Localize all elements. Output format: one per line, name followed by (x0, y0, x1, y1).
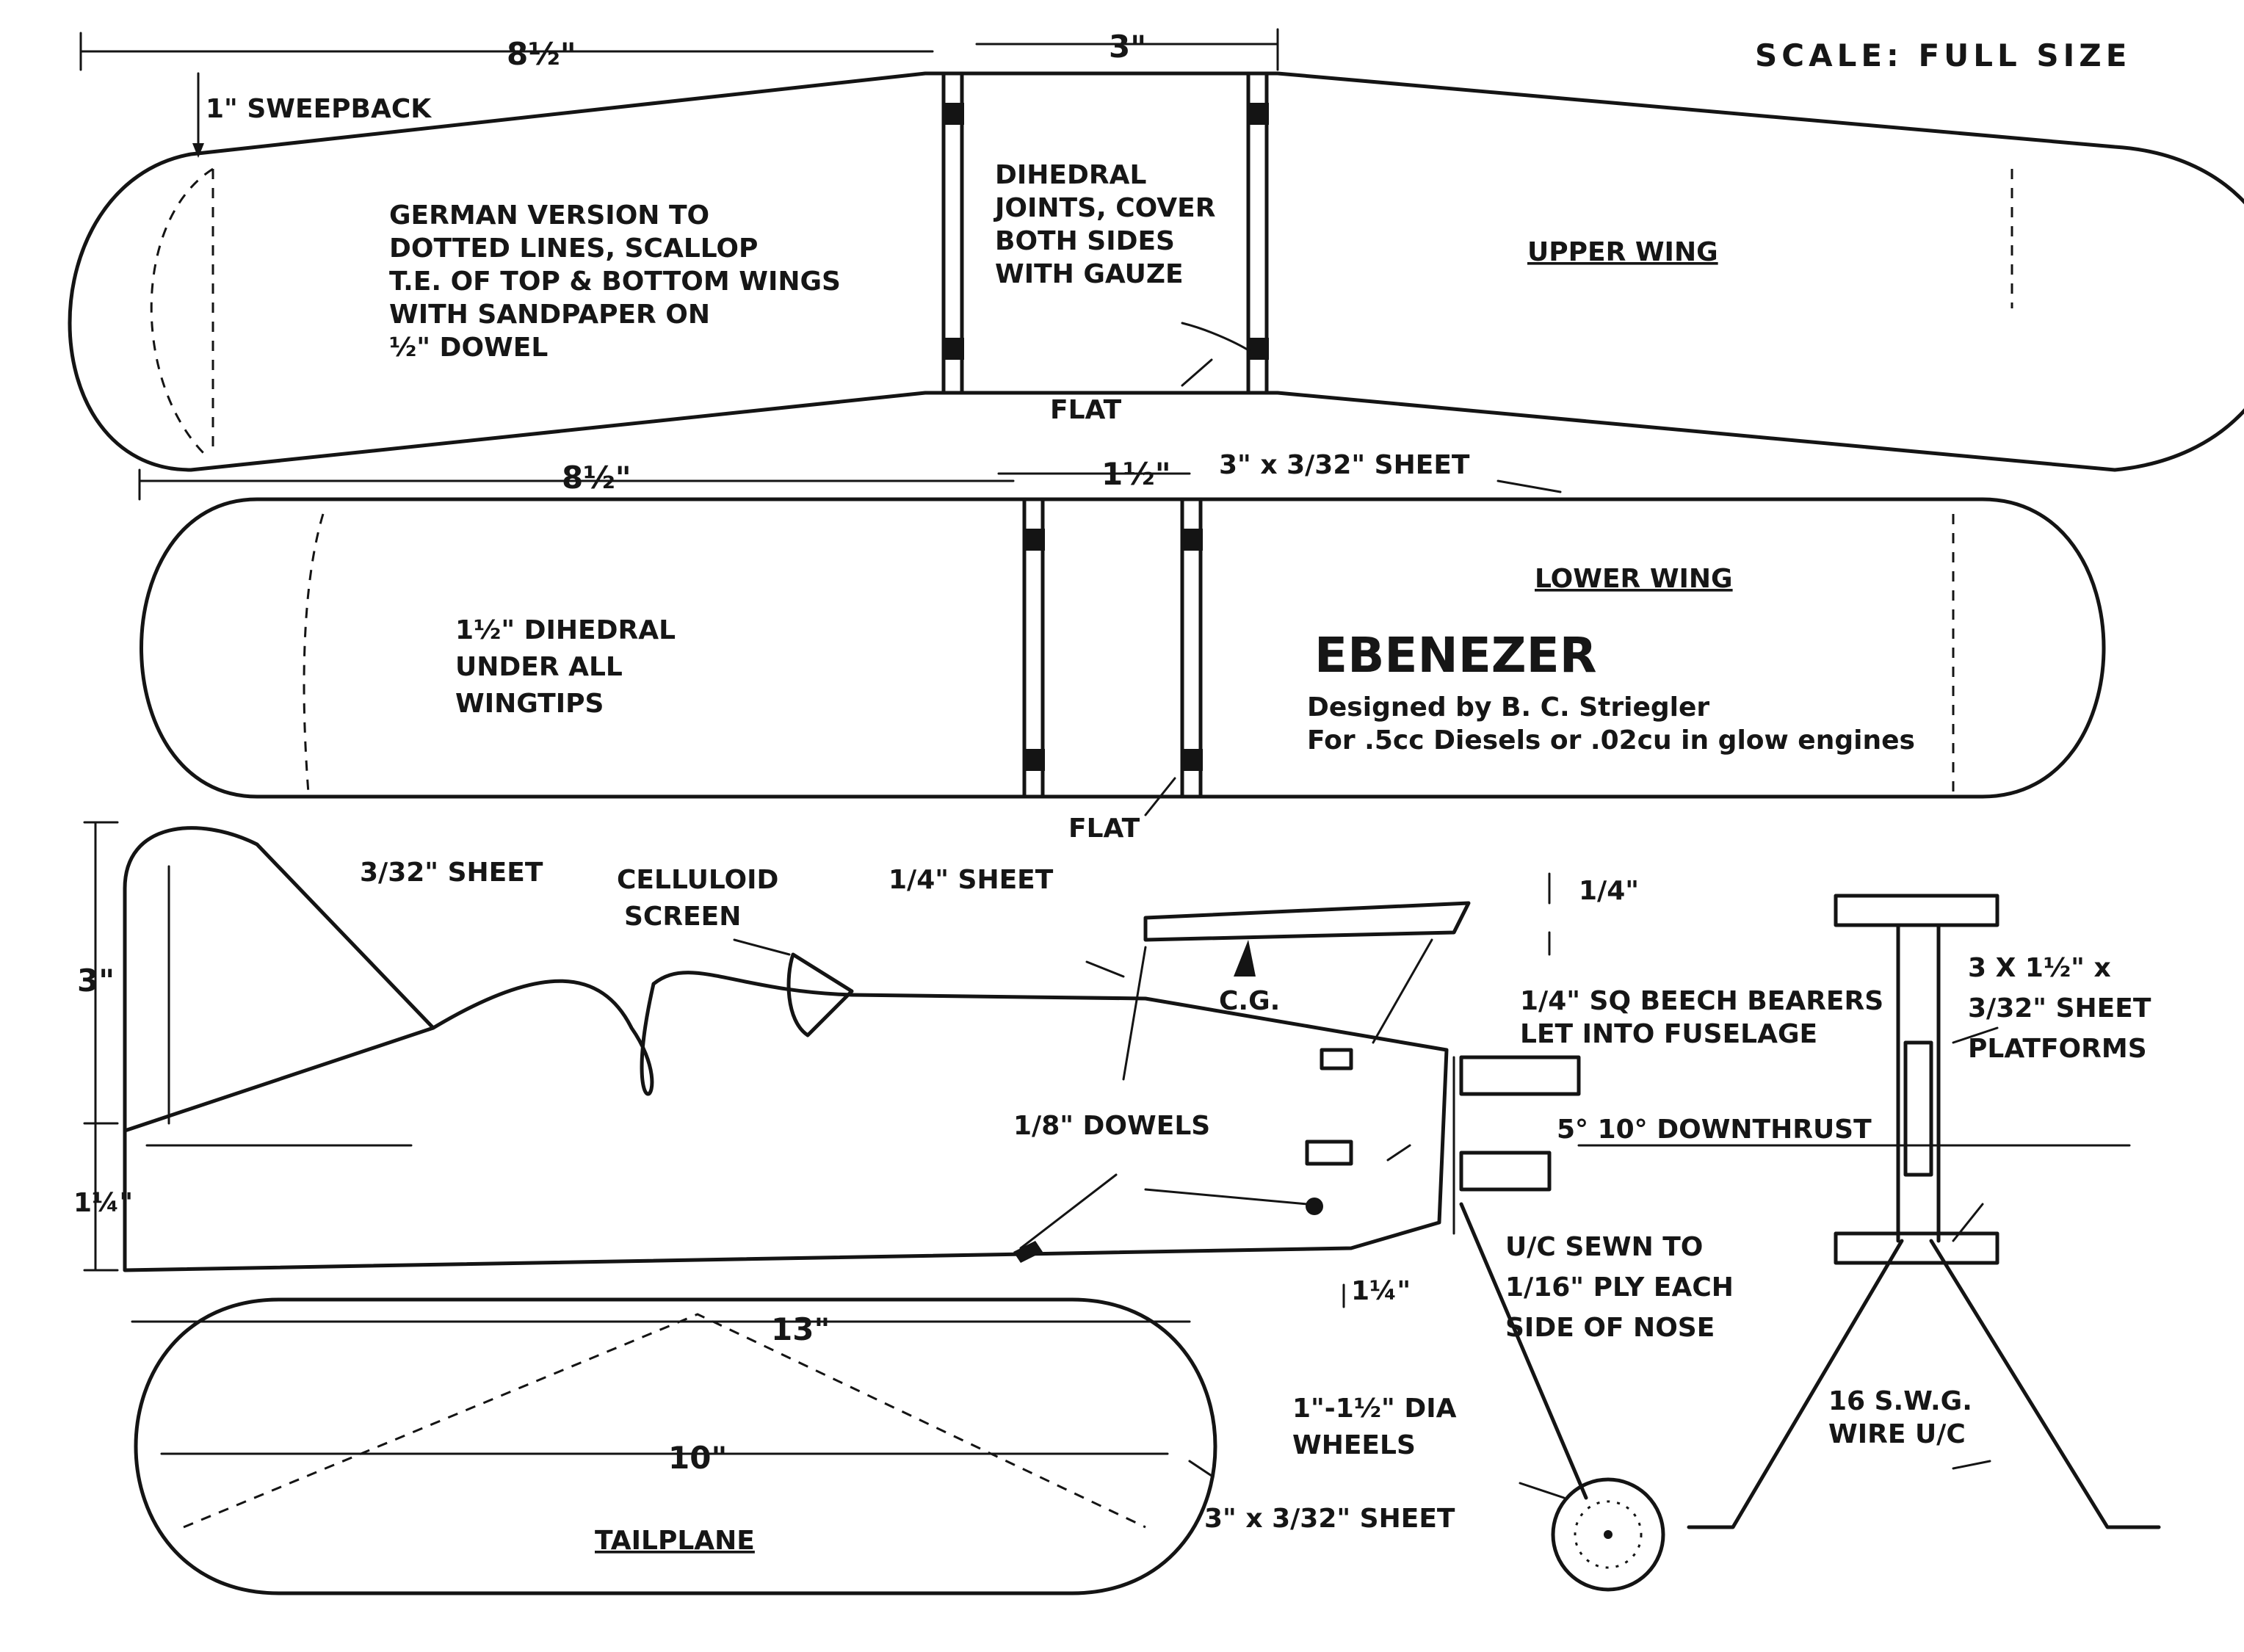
upper-wing-flat-label: FLAT (1050, 395, 1122, 425)
engines-line: For .5cc Diesels or .02cu in glow engine… (1307, 725, 1915, 756)
lower-wing-dim-center: 1½" (1101, 456, 1171, 492)
engine-bearer-lower (1459, 1151, 1552, 1192)
platforms-line-1: 3 X 1½" x (1968, 953, 2111, 983)
lower-wing: 8½" 1½" 1½" DIHEDRAL UNDER ALL WINGTIPS … (138, 456, 2106, 844)
wheels-line-1: 1"-1½" DIA (1292, 1394, 1457, 1424)
dihedral-joints-line-3: BOTH SIDES (995, 226, 1175, 256)
dim-fuselage-lower: 1¼" (73, 1188, 133, 1218)
upper-wing: 8½" 3" SCALE: FULL SIZE 1" SWEEPBACK GER… (68, 28, 2244, 493)
dihedral-joints-line-2: JOINTS, COVER (993, 193, 1215, 223)
dowels-label: 1/8" DOWELS (1013, 1111, 1210, 1141)
lower-dihedral-line-3: WINGTIPS (455, 689, 604, 719)
title-ebenezer: EBENEZER (1314, 627, 1597, 684)
downthrust-label: 5° 10° DOWNTHRUST (1557, 1115, 1872, 1145)
undercarriage-front-view: 3 X 1½" x 3/32" SHEET PLATFORMS 16 S.W.G… (1687, 894, 2161, 1529)
upper-wing-german-dotted-tip-left (150, 167, 214, 457)
wheels-line-2: WHEELS (1292, 1430, 1416, 1460)
platforms-line-2: 3/32" SHEET (1968, 993, 2151, 1024)
uc-leg-side (1459, 1202, 1588, 1500)
lower-dihedral-line-1: 1½" DIHEDRAL (455, 615, 676, 645)
wheel (1551, 1477, 1665, 1592)
dihedral-joints-line-1: DIHEDRAL (995, 160, 1146, 190)
bearers-line-1: 1/4" SQ BEECH BEARERS (1520, 986, 1883, 1016)
german-note-line-2: DOTTED LINES, SCALLOP (389, 233, 758, 264)
german-note-line-5: ½" DOWEL (389, 333, 548, 363)
dim-strut-label: 1/4" (1579, 876, 1639, 906)
lower-wing-label: LOWER WING (1535, 564, 1733, 594)
top-sheet-label: 1/4" SHEET (888, 865, 1054, 895)
lower-dihedral-line-2: UNDER ALL (455, 652, 623, 682)
german-note-line-4: WITH SANDPAPER ON (389, 300, 710, 330)
upper-wing-sheet-label: 3" x 3/32" SHEET (1219, 450, 1470, 480)
upper-wing-dim-half-span: 8½" (507, 36, 576, 72)
tailplane-sheet-label: 3" x 3/32" SHEET (1204, 1504, 1455, 1534)
fin-sheet-label: 3/32" SHEET (360, 858, 543, 888)
dihedral-joints-line-4: WITH GAUZE (995, 259, 1184, 289)
uc-note-line-3: SIDE OF NOSE (1505, 1313, 1715, 1343)
cg-label: C.G. (1219, 986, 1280, 1016)
tailplane: 13" 10" TAILPLANE 3" x 3/32" SHEET (131, 1297, 1455, 1595)
fuselage-outline (123, 971, 1449, 1272)
upper-wing-outline (68, 71, 2244, 472)
screen-line-2: SCREEN (624, 902, 741, 932)
wire-line-2: WIRE U/C (1828, 1419, 1966, 1449)
fuselage-side-view: 3" 1¼" 3/32" SHEET CELLULOID SCREEN 1/4"… (73, 821, 2131, 1592)
celluloid-screen (786, 952, 854, 1037)
bottom-platform (1834, 1231, 1999, 1265)
upper-wing-dim-center: 3" (1109, 29, 1146, 65)
engine-bearer-upper (1459, 1055, 1581, 1096)
top-platform (1834, 894, 1999, 927)
tailplane-label: TAILPLANE (595, 1526, 755, 1556)
german-note-line-1: GERMAN VERSION TO (389, 200, 709, 231)
lower-wing-flat-label: FLAT (1068, 814, 1140, 844)
wire-line-1: 16 S.W.G. (1828, 1386, 1972, 1416)
uc-wire-right (1929, 1239, 2161, 1529)
uc-note-line-1: U/C SEWN TO (1505, 1232, 1703, 1262)
dim-fuselage-height: 3" (77, 963, 115, 999)
tailplane-outline (134, 1297, 1217, 1595)
german-note-line-3: T.E. OF TOP & BOTTOM WINGS (389, 267, 841, 297)
lower-wing-dim-half-span: 8½" (562, 460, 631, 496)
platforms-line-3: PLATFORMS (1968, 1034, 2147, 1064)
cabane-upper-wing (1143, 901, 1471, 942)
sweepback-label: 1" SWEEPBACK (206, 94, 432, 124)
upper-wing-label: UPPER WING (1527, 237, 1718, 267)
uc-note-line-2: 1/16" PLY EACH (1505, 1272, 1734, 1303)
scale-note: SCALE: FULL SIZE (1755, 37, 2131, 73)
fin-outline (123, 826, 435, 1126)
screen-line-1: CELLULOID (617, 865, 778, 895)
uc-wire-left (1687, 1239, 1904, 1529)
dim-nose-label: 1¼" (1351, 1276, 1411, 1306)
lower-wing-outline (140, 497, 2106, 799)
bearers-line-2: LET INTO FUSELAGE (1520, 1019, 1817, 1049)
designer-line: Designed by B. C. Striegler (1307, 692, 1709, 722)
tailplane-dim-span: 13" (771, 1311, 830, 1347)
tailplane-dim-inner: 10" (668, 1440, 727, 1476)
